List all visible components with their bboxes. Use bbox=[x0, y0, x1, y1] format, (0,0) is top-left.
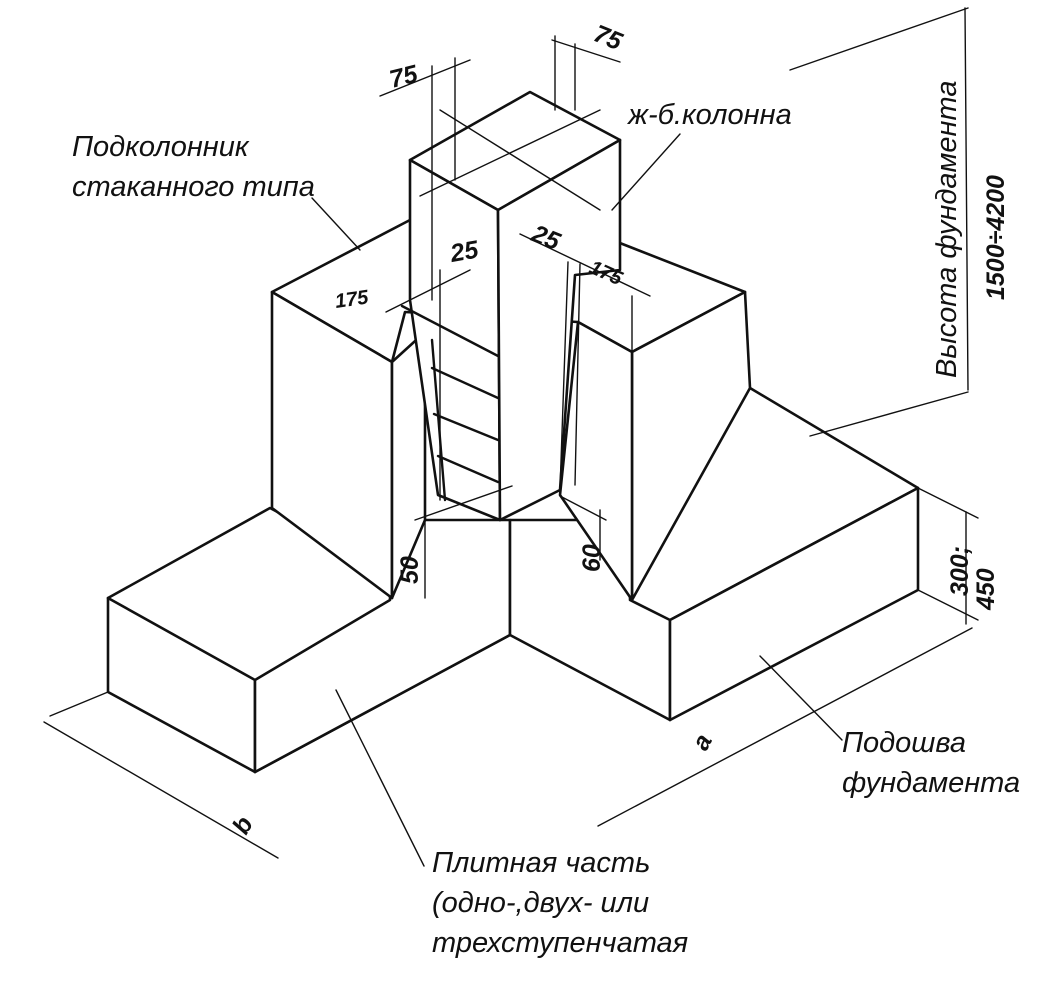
label-foundation-height: Высота фундамента bbox=[931, 81, 963, 378]
dim-left-wall: 175 bbox=[334, 286, 371, 313]
rebar-2 bbox=[430, 366, 500, 400]
rebar-vertical bbox=[430, 338, 447, 502]
rebar-3 bbox=[432, 412, 500, 442]
dim-side-b: b bbox=[227, 812, 259, 839]
dim-slab-height-2: 450 bbox=[972, 568, 1000, 611]
dimension-lines bbox=[43, 7, 979, 867]
dim-top-right: 75 bbox=[590, 20, 627, 57]
label-slab-line1: Плитная часть bbox=[432, 847, 650, 879]
label-foundation-height-value: 1500÷4200 bbox=[982, 175, 1010, 300]
label-column: ж-б.колонна bbox=[626, 99, 792, 131]
dim-slab-height-1: 300; bbox=[946, 546, 974, 596]
label-subcolumn-line1: Подколонник bbox=[72, 131, 250, 163]
label-slab-line3: трехступенчатая bbox=[432, 927, 688, 959]
annotations: Подколонник стаканного типа ж-б.колонна … bbox=[72, 20, 1020, 959]
rebar-1 bbox=[400, 304, 500, 358]
rebar-group bbox=[400, 304, 500, 502]
slab-part bbox=[106, 386, 920, 774]
dim-bottom-left: 50 bbox=[396, 556, 424, 584]
rebar-4 bbox=[436, 454, 500, 484]
label-subcolumn-line2: стаканного типа bbox=[72, 171, 315, 203]
dim-left-inner: 25 bbox=[447, 235, 481, 268]
column-right-face bbox=[496, 138, 622, 522]
label-base-line1: Подошва bbox=[842, 727, 966, 759]
dim-top-left: 75 bbox=[387, 60, 422, 94]
dim-bottom-right: 60 bbox=[578, 544, 606, 572]
label-slab-line2: (одно-,двух- или bbox=[432, 887, 649, 919]
dim-side-a: a bbox=[687, 729, 718, 755]
label-base-line2: фундамента bbox=[842, 767, 1020, 799]
subcolumn-front-right-wall bbox=[558, 320, 634, 602]
